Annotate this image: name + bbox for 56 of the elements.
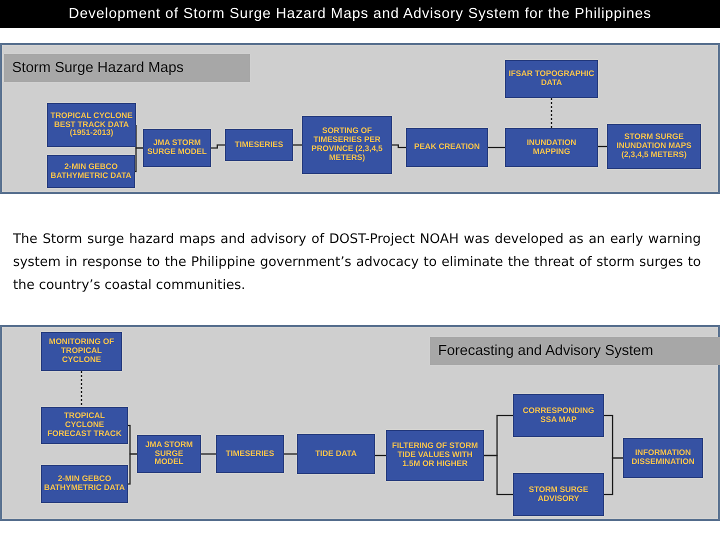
process-box — [216, 435, 284, 473]
connector-line — [488, 146, 505, 148]
process-box — [607, 124, 701, 169]
process-box — [302, 116, 392, 174]
connector-line — [80, 371, 82, 407]
connector-line — [484, 454, 513, 496]
connector-line — [201, 453, 216, 455]
connector-line — [128, 453, 137, 485]
process-box — [513, 473, 604, 516]
section-panel — [0, 325, 720, 521]
box-label: 2-MIN GEBCO BATHYMETRIC DATA — [43, 475, 126, 493]
box-label: TROPICAL CYCLONE FORECAST TRACK — [46, 412, 123, 439]
box-label: PEAK CREATION — [413, 143, 481, 152]
process-box — [386, 430, 484, 481]
connector-line — [392, 144, 406, 148]
process-box — [47, 103, 136, 147]
connector-line — [375, 454, 386, 456]
box-label: IFSAR TOPOGRAPHIC DATA — [508, 70, 596, 88]
box-label: TROPICAL CYCLONE BEST TRACK DATA (1951-2013) — [49, 112, 134, 138]
connector-line — [134, 147, 143, 172]
process-box — [41, 465, 128, 503]
section-heading: Storm Surge Hazard Maps — [4, 54, 250, 82]
box-label: STORM SURGE ADVISORY — [528, 486, 590, 504]
connector-line — [284, 453, 297, 455]
connector-line — [211, 144, 225, 149]
box-label: INUNDATION MAPPING — [526, 138, 578, 156]
process-box — [143, 129, 211, 167]
process-box — [41, 407, 128, 444]
title-banner: Development of Storm Surge Hazard Maps and Advisory System for the Philippines — [0, 0, 720, 28]
connector-line — [550, 98, 552, 128]
section-panel — [0, 43, 720, 194]
box-label: JMA STORM SURGE MODEL — [146, 139, 208, 157]
process-box — [505, 128, 598, 167]
description-paragraph: The Storm surge hazard maps and advisory of DOST-Project NOAH was developed as an early warning system in response to the Philippine government’s advocacy to eliminate the threat of storm surges to the country’s coastal communities. — [13, 231, 701, 295]
box-label: INFORMATION DISSEMINATION — [630, 449, 696, 467]
connector-line — [604, 457, 623, 496]
process-box — [225, 129, 293, 161]
process-box — [505, 60, 598, 98]
box-label: CORRESPONDING SSA MAP — [522, 406, 596, 424]
box-label: TIMESERIES — [234, 140, 284, 150]
box-label: TIDE DATA — [314, 450, 358, 458]
process-box — [47, 155, 135, 188]
process-box — [297, 434, 375, 474]
box-label: FILTERING OF STORM TIDE VALUES WITH 1.5M OR HIGHER — [391, 442, 479, 469]
box-label: TIMESERIES — [224, 450, 276, 458]
process-box — [137, 435, 201, 473]
box-label: SORTING OF TIMESERIES PER PROVINCE (2,3,4,5 METERS) — [310, 127, 384, 163]
process-box — [623, 438, 703, 478]
box-label: JMA STORM SURGE MODEL — [144, 440, 194, 468]
box-label: 2-MIN GEBCO BATHYMETRIC DATA — [50, 162, 132, 180]
box-label: MONITORING OF TROPICAL CYCLONE — [48, 338, 116, 365]
box-label: STORM SURGE INUNDATION MAPS (2,3,4,5 METERS) — [616, 133, 692, 160]
section-heading: Forecasting and Advisory System — [430, 337, 720, 365]
process-box — [41, 332, 122, 371]
process-box — [406, 128, 488, 167]
process-box — [513, 394, 604, 437]
